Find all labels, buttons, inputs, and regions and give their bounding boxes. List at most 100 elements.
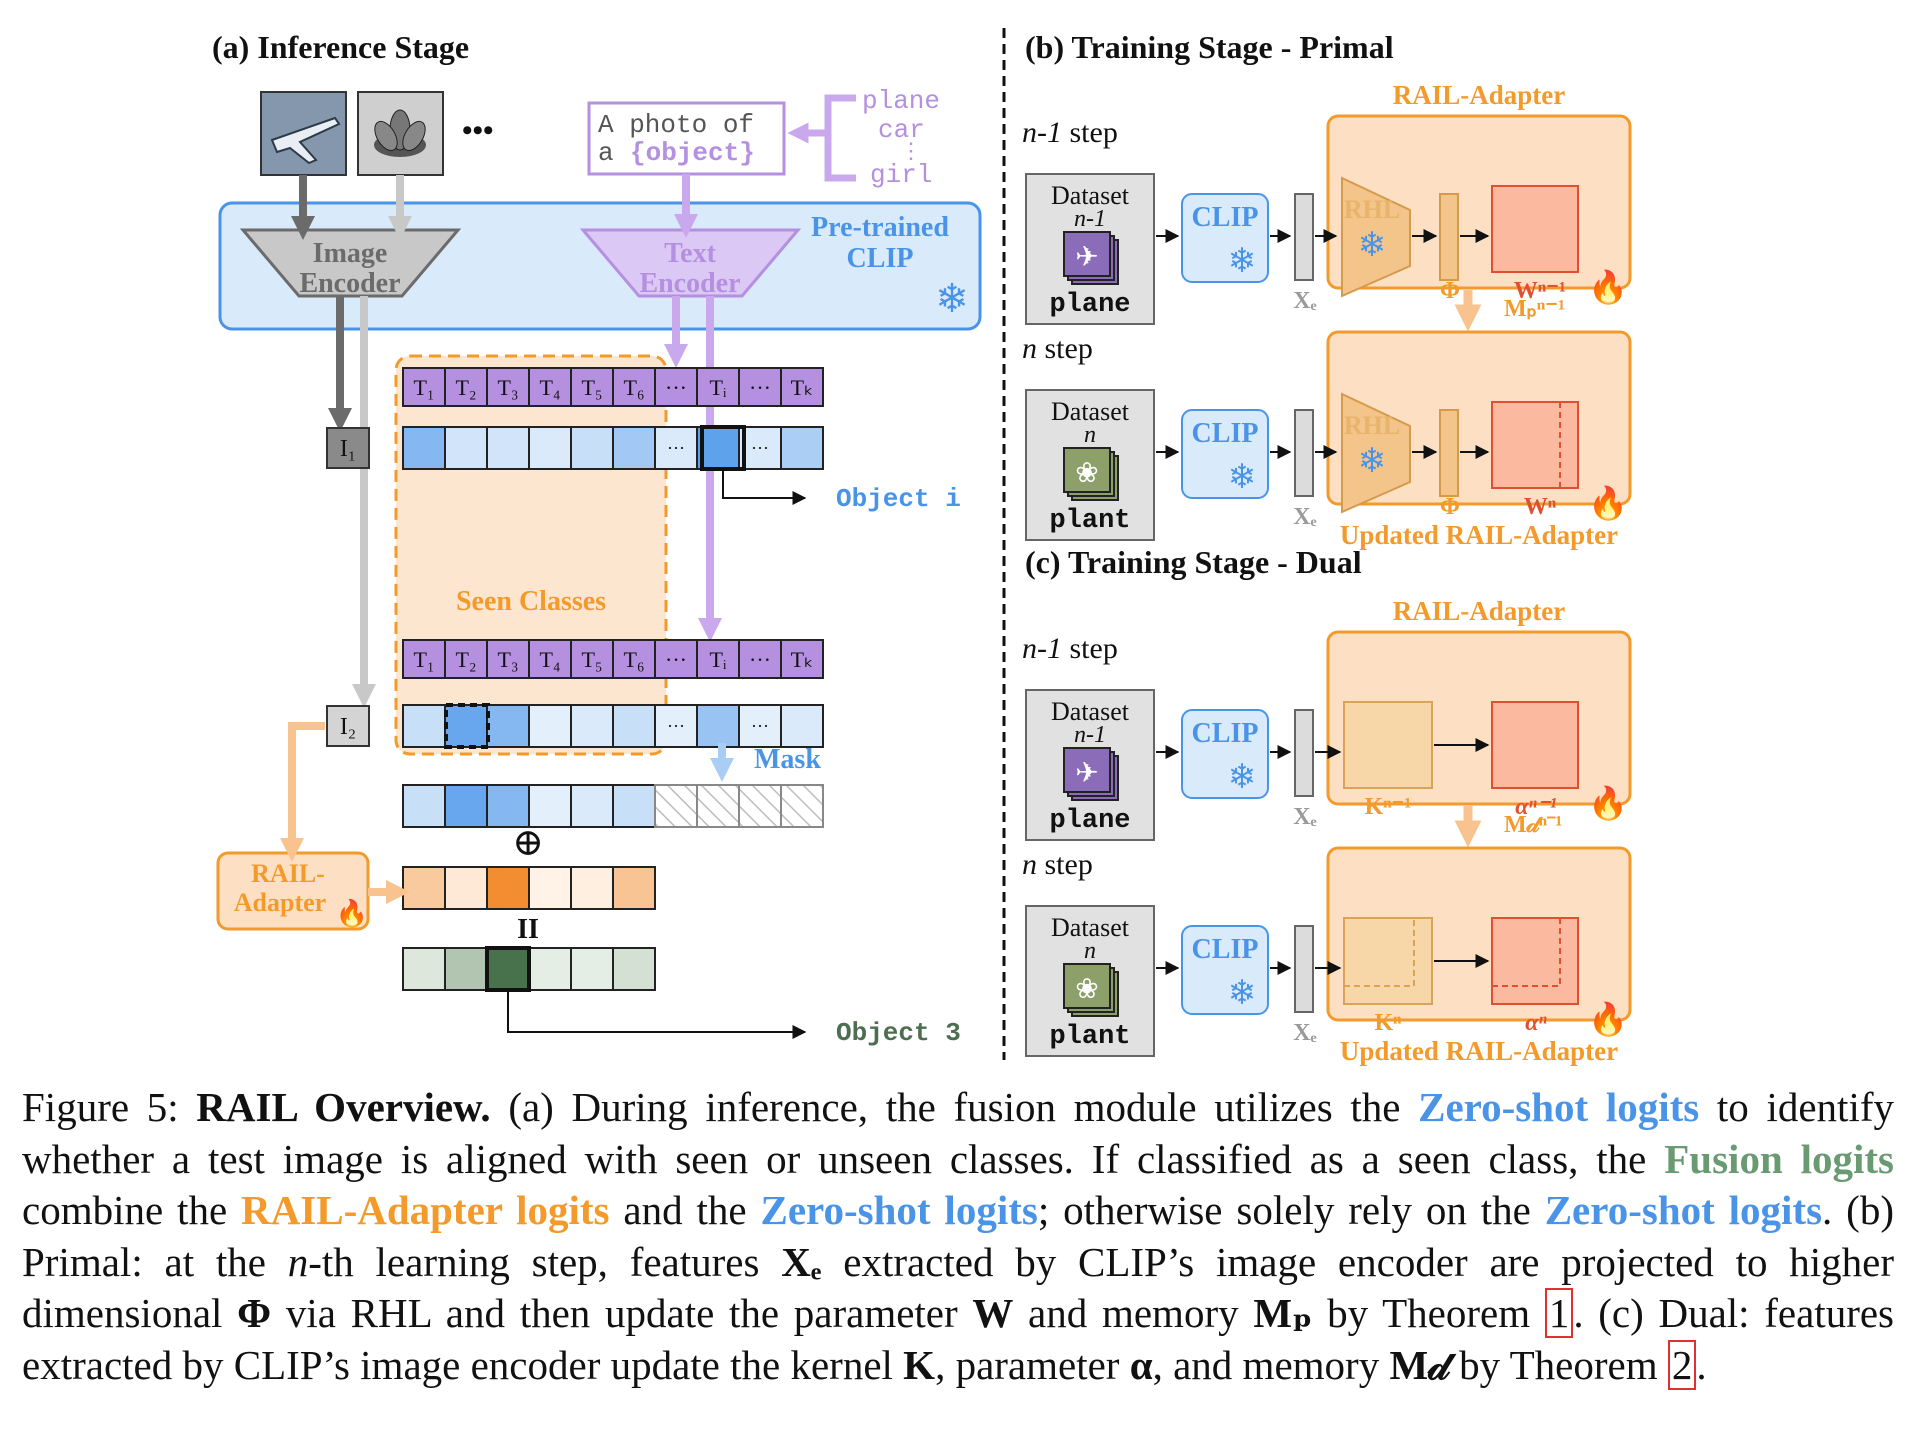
step-index: n (1022, 332, 1037, 365)
text-token-cell (780, 367, 824, 407)
step-index: n-1 (1022, 116, 1062, 149)
memory-label: M𝒹ⁿ⁻¹ (1504, 812, 1562, 838)
logit-cell (570, 784, 614, 828)
step-label: n-1 step (1022, 632, 1118, 665)
xe-label: Xₑ (1293, 288, 1317, 314)
snowflake-icon: ❄ (1358, 227, 1387, 264)
dataset-label: Dataset (1051, 697, 1130, 726)
class-name-vdots: ⋮ (900, 140, 922, 165)
caption-text: by Theorem (1448, 1341, 1668, 1388)
equals-operator: II (517, 914, 539, 945)
fire-icon: 🔥 (1588, 1001, 1628, 1037)
text-token-cell (738, 639, 782, 679)
logit-cell (570, 866, 614, 910)
i2-to-adapter-arrow (280, 722, 325, 862)
rail-adapter-title: Updated RAIL-Adapter (1340, 520, 1618, 550)
snowflake-icon: ❄ (1228, 759, 1257, 796)
caption-text: combine the (22, 1187, 242, 1233)
fire-icon: 🔥 (1588, 485, 1628, 521)
logit-cell (528, 866, 572, 910)
dataset-label: Dataset (1051, 913, 1130, 942)
figure-caption: Figure 5: RAIL Overview. (a) During infe… (22, 1082, 1894, 1391)
logit-cell (612, 704, 656, 748)
xe-label: Xₑ (1293, 1020, 1317, 1046)
memory-label: Mₚⁿ⁻¹ (1504, 296, 1565, 322)
object-i-arrow (722, 469, 807, 505)
ellipsis-label: ··· (667, 438, 685, 458)
logit-cell (402, 784, 446, 828)
logit-cell (528, 704, 572, 748)
text-token-cell (570, 639, 614, 679)
rail-overview-figure: (a) Inference Stage ••• A photo of a {ob… (212, 28, 1632, 1066)
text-token-cell (654, 367, 698, 407)
step-label: n-1 step (1022, 116, 1118, 149)
caption-figure-number: Figure 5: (22, 1084, 197, 1130)
clip-label: CLIP (1192, 202, 1259, 233)
kernel-box (1343, 701, 1433, 789)
text-token-cell (612, 639, 656, 679)
phi-feature-bar (1439, 409, 1459, 497)
caption-math-mp: Mₚ (1253, 1290, 1313, 1336)
kernel-label: Kⁿ (1374, 1010, 1402, 1036)
rhl-trapezoid (1341, 392, 1411, 514)
dataset-index: n-1 (1074, 206, 1106, 232)
xe-feature-bar (1294, 193, 1314, 281)
text-token-cell (612, 367, 656, 407)
image-encoder-label-1: Image (313, 238, 388, 269)
object-3-arrow (507, 990, 807, 1039)
step-suffix: step (1062, 632, 1118, 665)
step-suffix: step (1037, 332, 1093, 365)
prompt-template-box (587, 101, 786, 176)
caption-adapter-logits: RAIL-Adapter logits (241, 1187, 610, 1233)
adapter-logits-row (402, 866, 656, 910)
xe-feature-bar (1294, 409, 1314, 497)
clip-label: CLIP (1192, 934, 1259, 965)
alpha-label: αⁿ⁻¹ (1515, 794, 1556, 820)
logit-cell (528, 426, 572, 470)
image-stack-card (1063, 963, 1111, 1009)
caption-text: -th learning step, features (308, 1238, 782, 1285)
caption-zero-shot-logits: Zero-shot logits (1544, 1187, 1823, 1233)
alpha-parameter-box (1491, 917, 1579, 1005)
text-token-label: T₂ (455, 647, 476, 672)
text-token-label: T₃ (497, 647, 518, 672)
mask-label: Mask (754, 744, 821, 775)
theorem-2-link[interactable]: 2 (1667, 1339, 1697, 1390)
text-encoder-label-1: Text (664, 238, 717, 269)
selected-logit-seen-dashed (444, 703, 490, 749)
dataset-label: Dataset (1051, 181, 1130, 210)
logit-cell (486, 947, 530, 991)
caption-text: and the (609, 1187, 761, 1233)
fire-icon: 🔥 (1588, 269, 1628, 305)
image-feature-i1-box (326, 427, 370, 469)
text-token-cell (402, 367, 446, 407)
dataset-label: Dataset (1051, 397, 1130, 426)
theorem-1-link[interactable]: 1 (1544, 1288, 1574, 1338)
caption-text: , parameter (935, 1341, 1130, 1388)
text-token-label: Tₖ (791, 647, 814, 672)
plane-stack-icon: ✈ (1063, 231, 1119, 285)
caption-math-n: n (287, 1238, 309, 1285)
image-stack-card (1063, 747, 1111, 793)
rail-adapter-label-1: RAIL- (251, 859, 325, 888)
caption-text: . (b) Primal: at the (22, 1187, 1894, 1285)
alpha-update-dash (1492, 918, 1561, 987)
caption-math-w: W (972, 1290, 1014, 1336)
class-name-girl: girl (870, 160, 932, 190)
text-token-label: T₆ (623, 375, 644, 400)
flower-image-thumbnail (357, 91, 444, 176)
fire-icon: 🔥 (336, 898, 368, 928)
plus-operator: ⊕ (512, 822, 544, 864)
text-token-cell (570, 367, 614, 407)
snowflake-icon: ❄ (1228, 243, 1257, 280)
zero-shot-logits-row-1: ······ (402, 426, 824, 470)
caption-text: . (c) Dual: features extracted by CLIP’s… (22, 1290, 1895, 1388)
logit-cell (444, 426, 488, 470)
text-token-label: T₁ (413, 375, 434, 400)
logit-cell (402, 426, 446, 470)
